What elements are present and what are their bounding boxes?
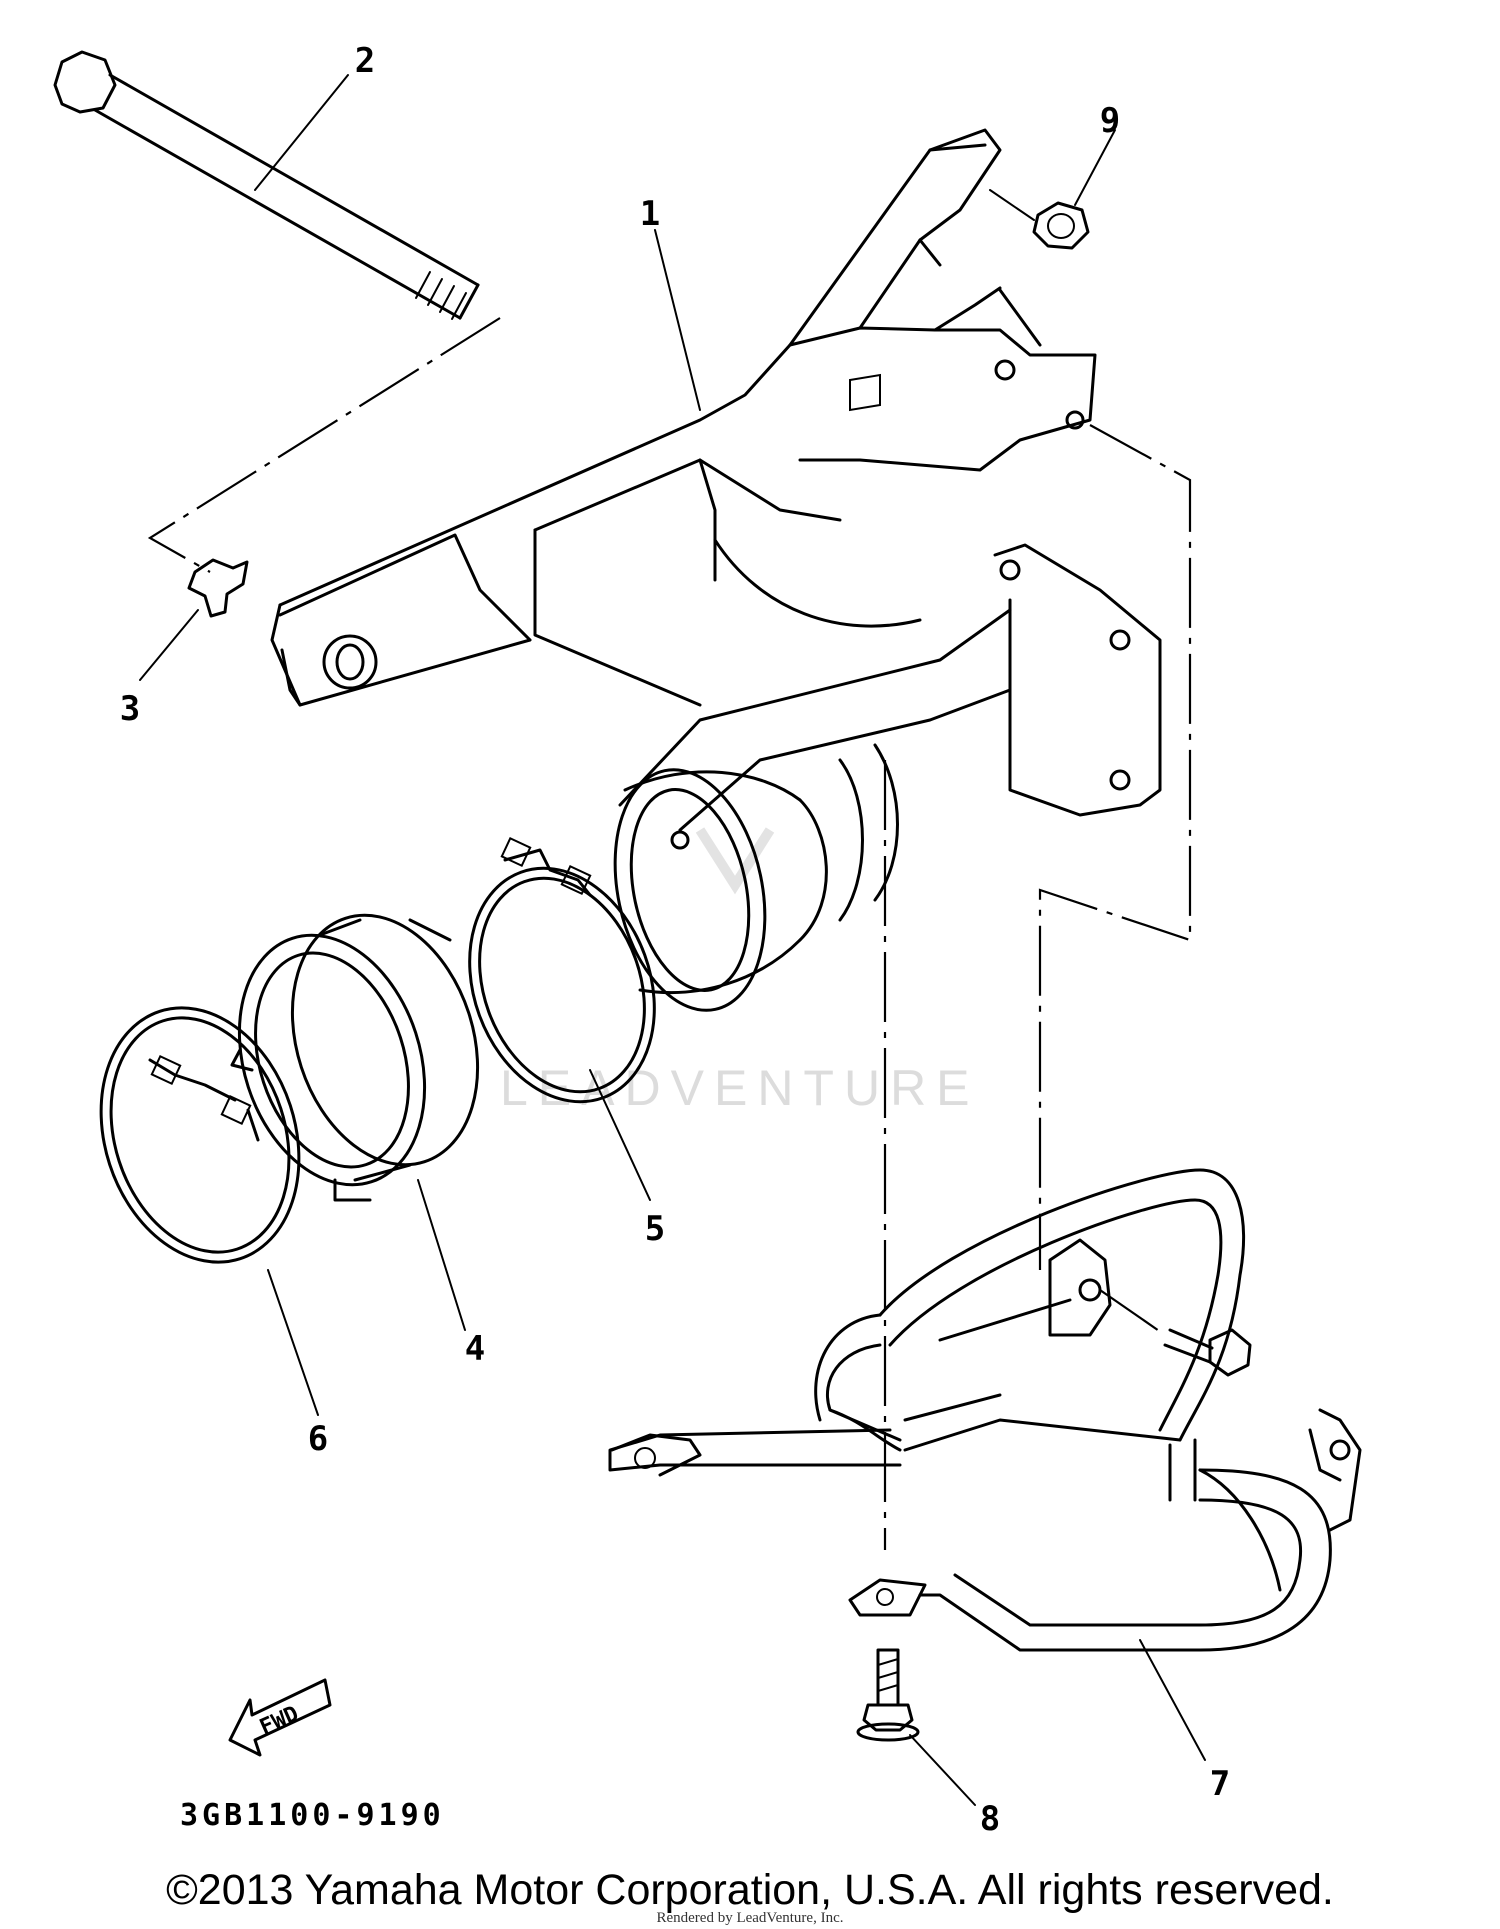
watermark: LEADVENTURE	[500, 827, 980, 1116]
callout-1: 1	[640, 194, 660, 234]
part-code: 3GB1100-9190	[180, 1798, 445, 1833]
callout-7: 7	[1210, 1764, 1230, 1804]
callout-2: 2	[355, 41, 375, 81]
guide-line-bracket	[1038, 424, 1192, 1270]
leader-lines	[139, 74, 1206, 1806]
callout-9: 9	[1100, 101, 1120, 141]
copyright-notice: ©2013 Yamaha Motor Corporation, U.S.A. A…	[166, 1866, 1334, 1914]
guard-bolt	[1099, 1289, 1252, 1377]
nut	[989, 189, 1090, 250]
callout-labels: 1 2 3 4 5 6 7 8 9	[120, 41, 1230, 1839]
forward-direction-arrow: FWD	[228, 1678, 332, 1757]
swing-arm	[270, 128, 1162, 1012]
pivot-shaft-bolt	[53, 50, 480, 320]
watermark-text: LEADVENTURE	[500, 1060, 980, 1116]
dust-boot	[230, 913, 480, 1202]
callout-6: 6	[308, 1419, 328, 1459]
mounting-bolt	[856, 1648, 920, 1742]
rendered-by-note: Rendered by LeadVenture, Inc.	[656, 1910, 844, 1926]
fwd-label: FWD	[256, 1702, 302, 1741]
callout-3: 3	[120, 689, 140, 729]
rear-guard	[608, 1168, 1362, 1652]
callout-8: 8	[980, 1799, 1000, 1839]
hose-clamp-6	[99, 1006, 301, 1264]
collar	[187, 558, 249, 618]
callout-4: 4	[465, 1329, 485, 1369]
guide-line-bolt	[147, 317, 501, 573]
callout-5: 5	[645, 1209, 665, 1249]
